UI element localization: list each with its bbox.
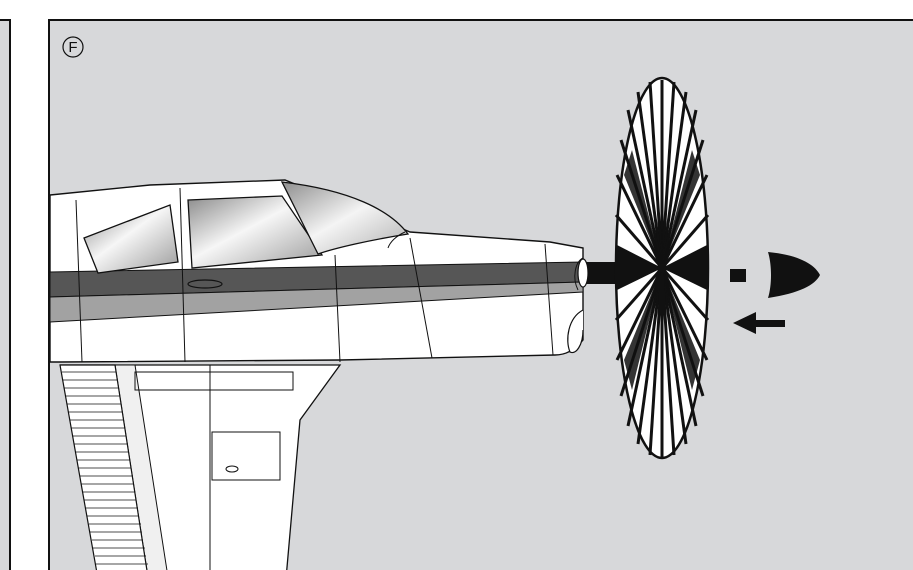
- airplane-nose-illustration: [50, 76, 820, 570]
- propeller-disc: [614, 76, 710, 460]
- propeller-sectors: [617, 150, 707, 390]
- insert-arrow: [733, 312, 785, 334]
- spinner-cone: [768, 252, 820, 298]
- aileron-hatching: [62, 371, 148, 565]
- step-label-badge: F: [62, 36, 84, 58]
- step-label-text: F: [68, 39, 77, 56]
- cockpit-windows: [83, 181, 410, 274]
- previous-panel-edge: [0, 19, 11, 570]
- wing: [59, 364, 342, 570]
- shaft-end: [730, 269, 746, 282]
